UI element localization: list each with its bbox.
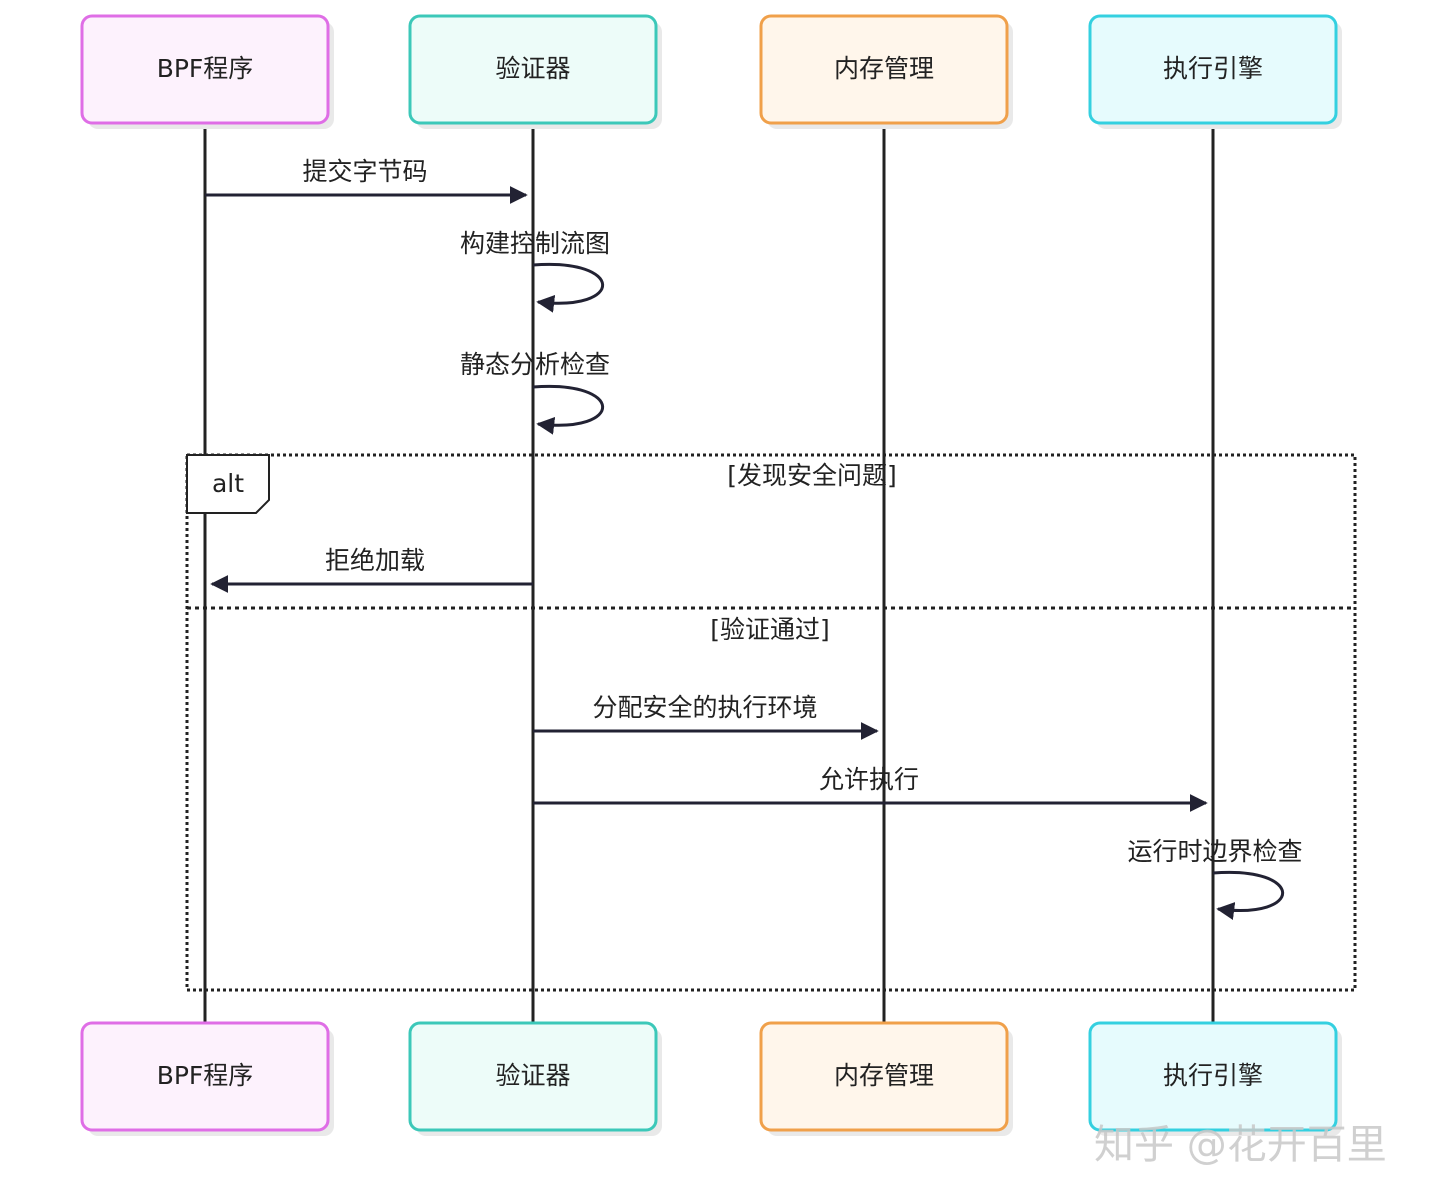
- lifelines: [203, 122, 1215, 1024]
- actors-bottom: BPF程序 验证器 内存管理 执行引擎: [80, 1021, 1342, 1136]
- message-arrow-static-analysis: [532, 384, 605, 435]
- actor-label-memory-bottom: 内存管理: [834, 1061, 934, 1090]
- actor-bpf-top: BPF程序: [80, 14, 334, 129]
- message-label-static-analysis: 静态分析检查: [460, 350, 610, 379]
- actor-engine-bottom: 执行引擎: [1088, 1021, 1342, 1136]
- messages: 提交字节码 构建控制流图 静态分析检查 拒绝加载 分配安全的执行环境 允许执行 …: [205, 157, 1303, 920]
- alt-frame-border: [185, 453, 1357, 992]
- watermark-text: 知乎 @花开百里: [1094, 1122, 1387, 1168]
- actor-engine-top: 执行引擎: [1088, 14, 1342, 129]
- message-label-allocate-env: 分配安全的执行环境: [592, 693, 817, 722]
- actor-label-verifier-bottom: 验证器: [495, 1061, 570, 1090]
- message-arrow-build-cfg: [532, 262, 605, 313]
- actor-label-bpf-bottom: BPF程序: [157, 1061, 254, 1090]
- actor-box-bpf-bottom: [80, 1021, 330, 1132]
- actor-box-engine: [1088, 14, 1338, 125]
- actor-label-bpf: BPF程序: [157, 54, 254, 83]
- actor-label-engine-bottom: 执行引擎: [1163, 1061, 1263, 1090]
- message-label-allow-exec: 允许执行: [819, 765, 919, 794]
- actor-box-engine-bottom: [1088, 1021, 1338, 1132]
- alt-frame-tag-label: alt: [212, 469, 244, 498]
- actor-box-memory-bottom: [759, 1021, 1009, 1132]
- alt-condition-security-issue: [发现安全问题]: [727, 461, 897, 490]
- actor-label-engine: 执行引擎: [1163, 54, 1263, 83]
- message-label-runtime-check: 运行时边界检查: [1127, 837, 1302, 866]
- actor-verifier-top: 验证器: [408, 14, 662, 129]
- actors-top: BPF程序 验证器 内存管理 执行引擎: [80, 14, 1342, 129]
- actor-box-verifier-bottom: [408, 1021, 658, 1132]
- message-arrow-runtime-check: [1212, 870, 1285, 920]
- actor-label-verifier: 验证器: [495, 54, 570, 83]
- alt-frame-tag: [186, 454, 270, 514]
- message-label-submit-bytecode: 提交字节码: [302, 157, 427, 186]
- alt-condition-verified: [验证通过]: [710, 615, 830, 644]
- actor-label-memory: 内存管理: [834, 54, 934, 83]
- actor-memory-bottom: 内存管理: [759, 1021, 1013, 1136]
- alt-frame: alt [发现安全问题] [验证通过]: [185, 453, 1357, 992]
- actor-verifier-bottom: 验证器: [408, 1021, 662, 1136]
- actor-box-memory: [759, 14, 1009, 125]
- actor-memory-top: 内存管理: [759, 14, 1013, 129]
- message-label-reject-load: 拒绝加载: [325, 546, 425, 575]
- actor-box-verifier: [408, 14, 658, 125]
- actor-box-bpf: [80, 14, 330, 125]
- actor-bpf-bottom: BPF程序: [80, 1021, 334, 1136]
- message-label-build-cfg: 构建控制流图: [460, 229, 610, 258]
